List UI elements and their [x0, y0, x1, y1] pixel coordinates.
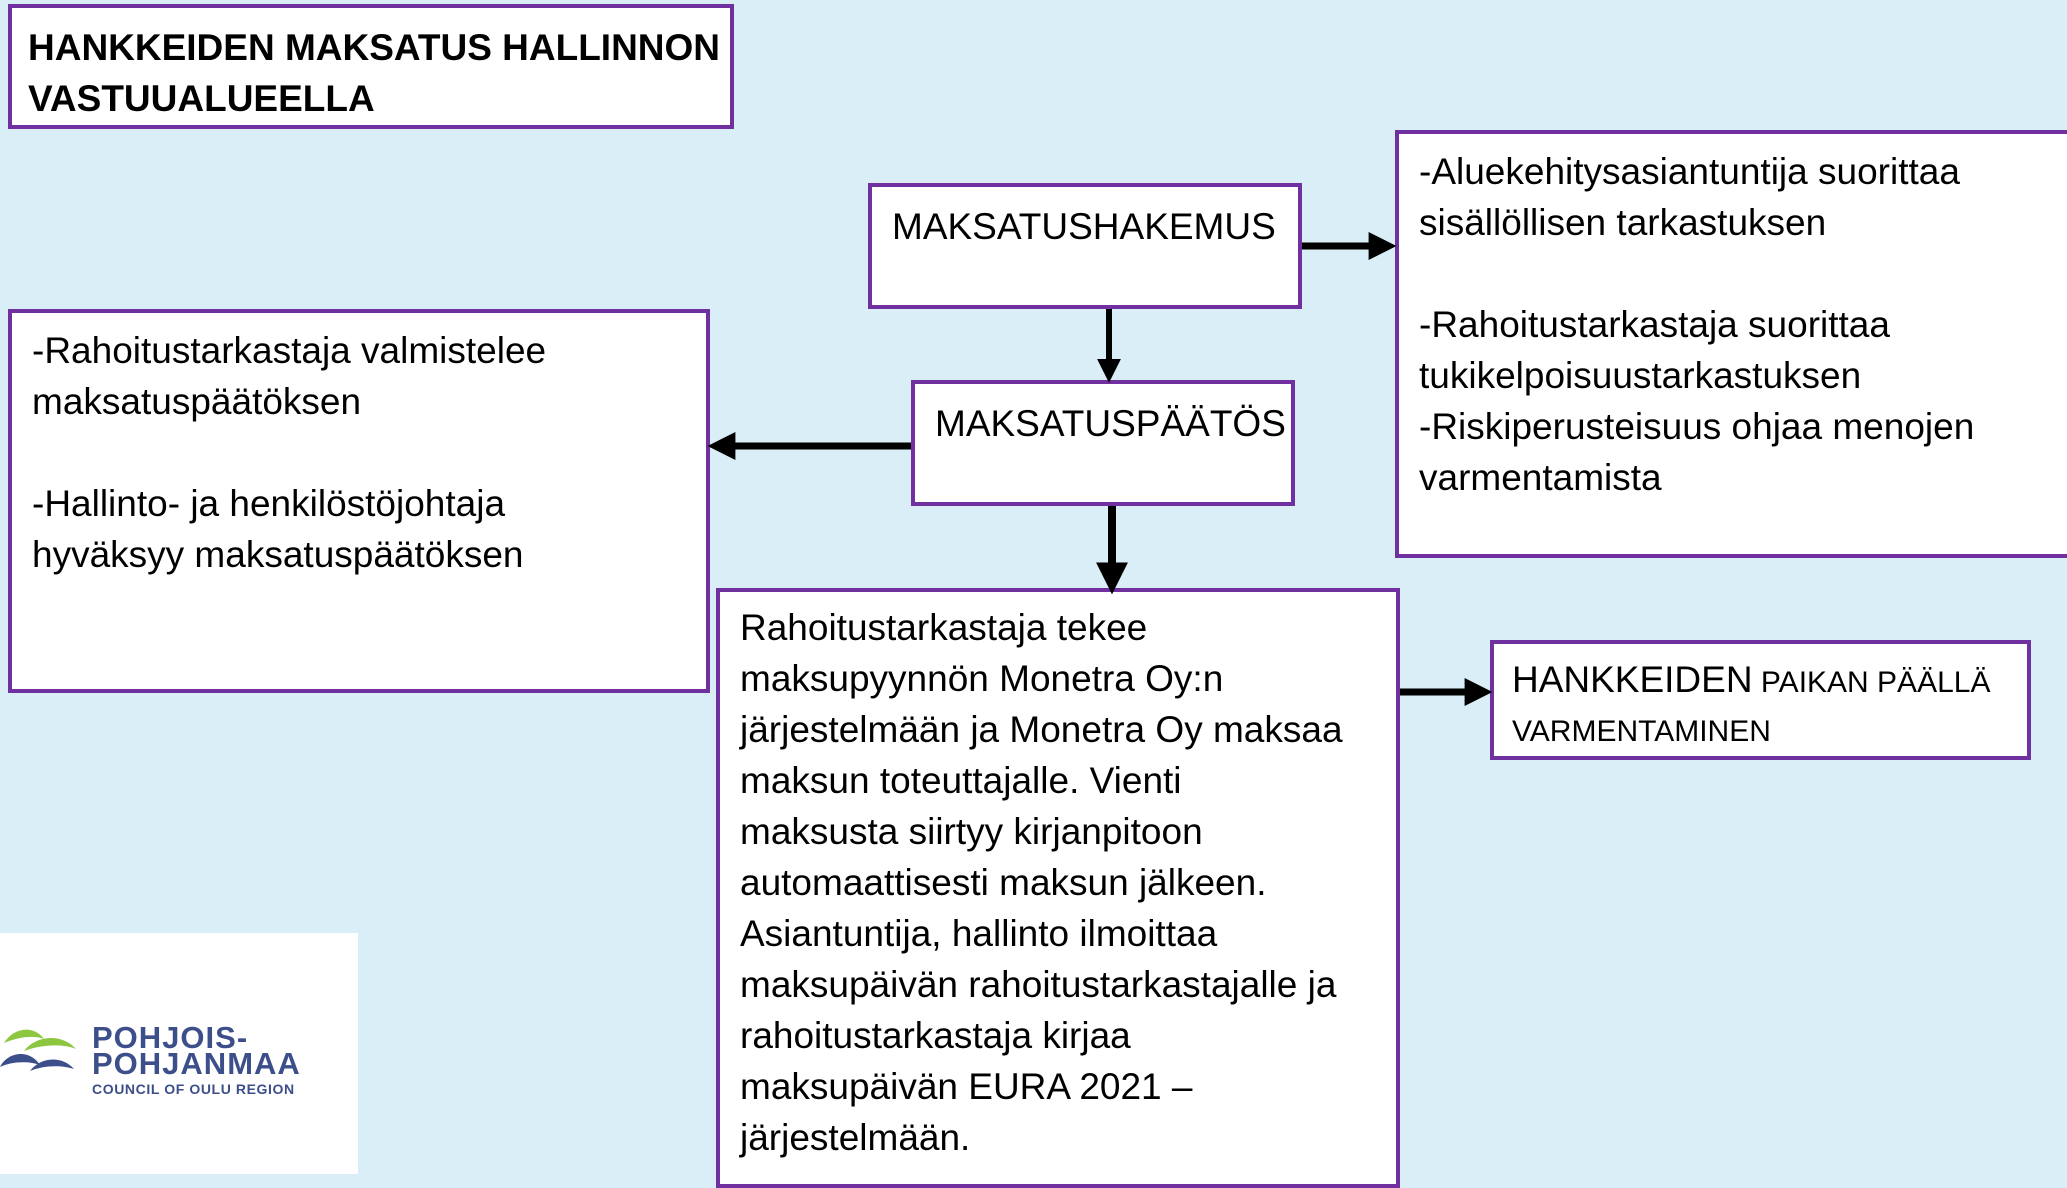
onsite-word-1: HANKKEIDEN: [1512, 659, 1753, 700]
title-box: HANKKEIDEN MAKSATUS HALLINNON VASTUUALUEE…: [8, 4, 734, 129]
logo-text-line-2: POHJANMAA: [92, 1046, 301, 1081]
payment-process-text: Rahoitustarkastaja tekee maksupyynnön Mo…: [740, 607, 1343, 1158]
diagram-title: HANKKEIDEN MAKSATUS HALLINNON VASTUUALUEE…: [28, 22, 720, 124]
maksatuspaatos-label: MAKSATUSPÄÄTÖS: [935, 403, 1286, 444]
maksatushakemus-label: MAKSATUSHAKEMUS: [892, 206, 1276, 247]
maksatuspaatos-box: MAKSATUSPÄÄTÖS: [911, 380, 1295, 506]
left-process-text: -Rahoitustarkastaja valmistelee maksatus…: [32, 330, 547, 575]
logo-text-line-3: COUNCIL OF OULU REGION: [92, 1081, 295, 1097]
council-logo-icon: [0, 1029, 76, 1071]
onsite-verification-box: HANKKEIDEN PAIKAN PÄÄLLÄ VARMENTAMINEN: [1490, 640, 2031, 760]
title-line-1: HANKKEIDEN MAKSATUS HALLINNON: [28, 27, 721, 68]
payment-process-box: Rahoitustarkastaja tekee maksupyynnön Mo…: [716, 588, 1400, 1188]
right-process-text: -Aluekehitysasiantuntija suorittaa sisäl…: [1419, 151, 1975, 498]
onsite-rest-1: PAIKAN PÄÄLLÄ: [1752, 666, 1991, 699]
onsite-line-2: VARMENTAMINEN: [1512, 715, 1771, 748]
right-process-box: -Aluekehitysasiantuntija suorittaa sisäl…: [1395, 130, 2067, 558]
maksatushakemus-box: MAKSATUSHAKEMUS: [868, 183, 1302, 309]
left-process-box: -Rahoitustarkastaja valmistelee maksatus…: [8, 309, 710, 693]
logo-text-line-1: POHJOIS-: [92, 1020, 249, 1055]
logo-panel: POHJOIS- POHJANMAA COUNCIL OF OULU REGIO…: [0, 933, 358, 1174]
title-line-2: VASTUUALUEELLA: [28, 78, 375, 119]
onsite-verification-text: HANKKEIDEN PAIKAN PÄÄLLÄ VARMENTAMINEN: [1512, 658, 1990, 759]
